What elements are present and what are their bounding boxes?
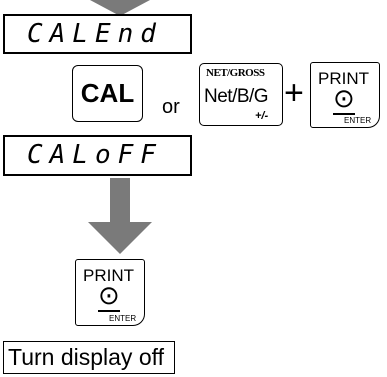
or-label: or xyxy=(162,96,180,118)
display-caloff: CALoFF xyxy=(3,135,192,176)
net-gross-key-main-label: Net/B/G xyxy=(204,86,269,107)
plus-sign: + xyxy=(284,74,304,112)
print-key-center-underline xyxy=(98,310,120,312)
cal-key[interactable]: CAL xyxy=(72,65,143,122)
down-arrow-icon xyxy=(88,178,152,254)
display-calend: CALEnd xyxy=(3,14,192,54)
print-key-right-underline xyxy=(333,113,355,115)
print-key-center-label: PRINT xyxy=(83,266,134,285)
print-key-right-symbol-icon: ⊙ xyxy=(333,83,355,113)
display-caloff-text: CALoFF xyxy=(27,140,163,170)
print-key-center[interactable]: PRINT ⊙ ENTER xyxy=(75,259,145,326)
cal-key-label: CAL xyxy=(80,78,135,108)
caption-box: Turn display off xyxy=(3,341,175,374)
net-gross-key-top-label: NET/GROSS xyxy=(206,67,265,79)
top-arrow-tip-icon xyxy=(90,0,150,16)
caption-text: Turn display off xyxy=(8,344,164,370)
print-key-center-symbol-icon: ⊙ xyxy=(98,280,120,310)
print-key-right[interactable]: PRINT ⊙ ENTER xyxy=(310,62,380,128)
display-calend-text: CALEnd xyxy=(27,19,163,49)
net-gross-key-sub-label: +/- xyxy=(255,110,269,122)
print-key-center-enter-label: ENTER xyxy=(109,314,137,323)
print-key-right-enter-label: ENTER xyxy=(344,116,372,125)
net-gross-key[interactable]: NET/GROSS Net/B/G +/- xyxy=(199,63,283,126)
print-key-right-label: PRINT xyxy=(318,69,369,88)
